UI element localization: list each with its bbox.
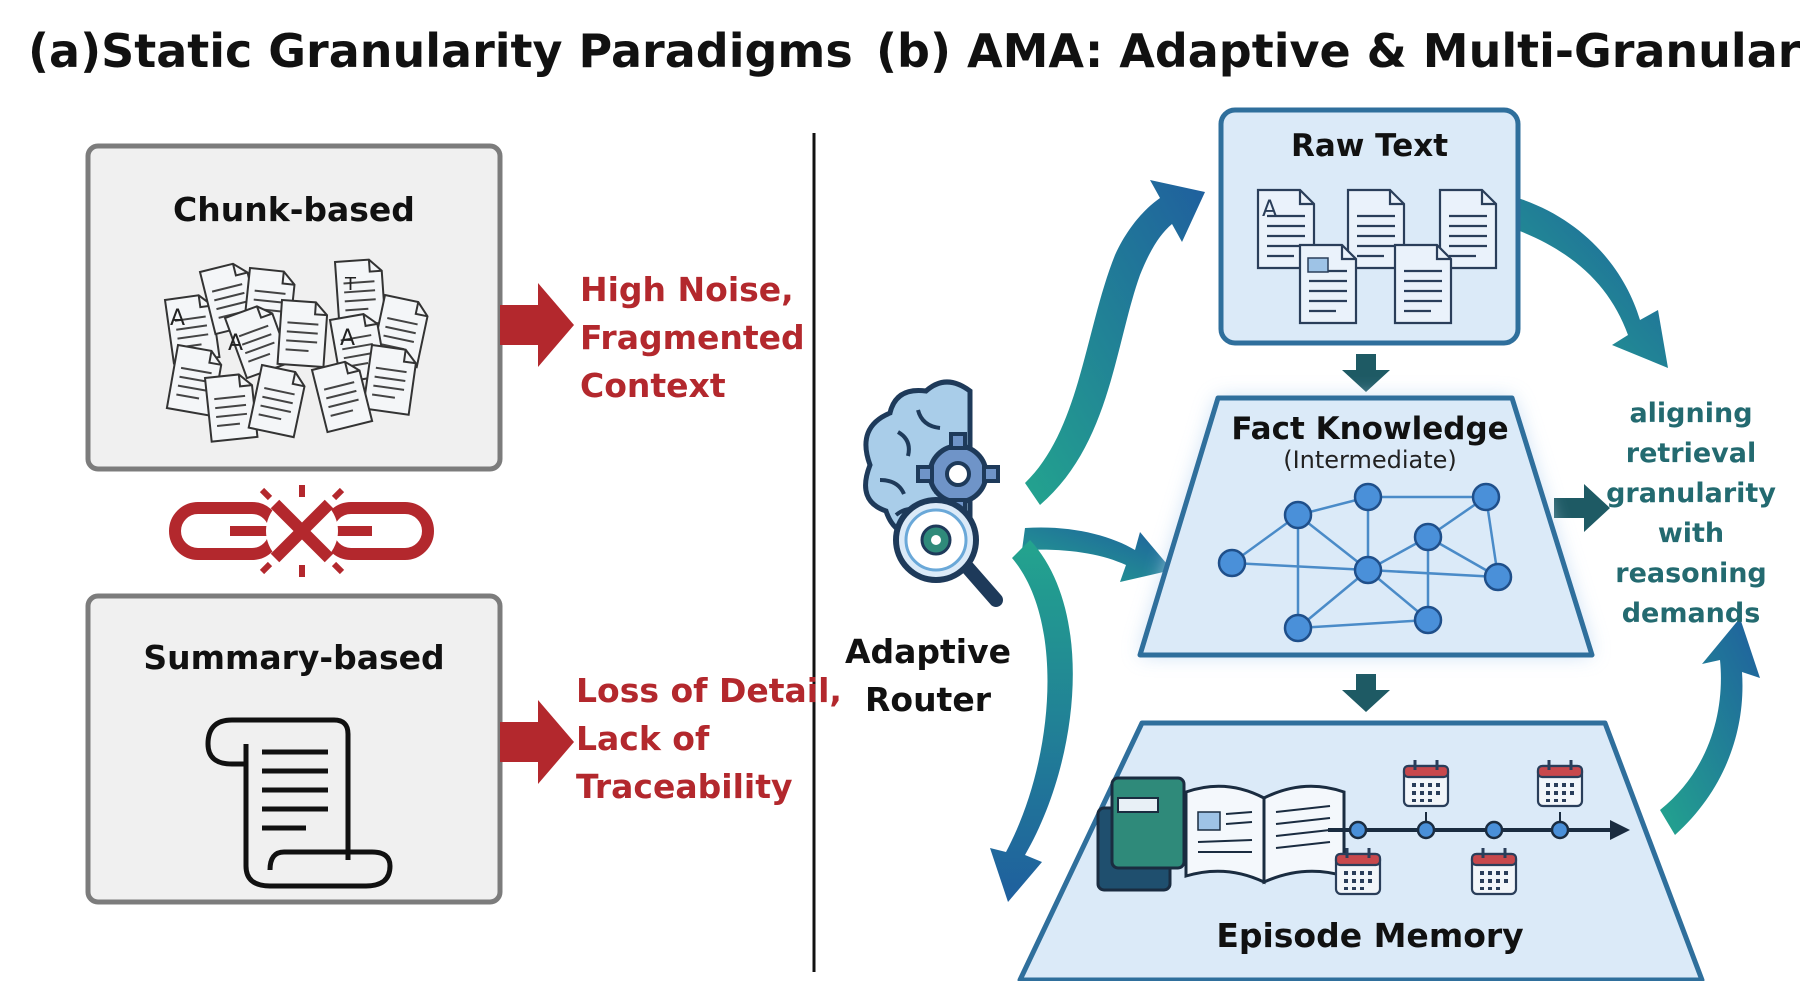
red-arrow-icon bbox=[500, 283, 574, 367]
curved-arrow-icon bbox=[990, 540, 1073, 902]
document-icon: A bbox=[1256, 188, 1498, 325]
broken-chain-icon bbox=[169, 485, 434, 577]
svg-text:A: A bbox=[340, 326, 355, 351]
svg-text:A: A bbox=[1262, 197, 1277, 222]
fact-knowledge-title: Fact Knowledge bbox=[1231, 411, 1509, 447]
down-arrow-icon bbox=[1342, 674, 1390, 712]
svg-text:T: T bbox=[344, 274, 357, 295]
goal-statement: aligning retrieval granularity with reas… bbox=[1606, 398, 1776, 629]
curved-arrow-icon bbox=[1660, 618, 1760, 835]
chunk-based-title: Chunk-based bbox=[173, 190, 415, 229]
scroll-icon bbox=[205, 717, 393, 889]
knowledge-graph-icon bbox=[1217, 482, 1513, 643]
curved-arrow-icon bbox=[1512, 198, 1668, 368]
panel-b-title: (b) AMA: Adaptive & Multi-Granularity bbox=[876, 24, 1800, 78]
fact-knowledge-subtitle: (Intermediate) bbox=[1283, 446, 1457, 474]
red-arrow-icon bbox=[500, 700, 574, 784]
episode-memory-box bbox=[1017, 720, 1705, 981]
curved-arrow-icon bbox=[1022, 527, 1172, 582]
raw-text-title: Raw Text bbox=[1290, 128, 1449, 164]
summary-based-issues: Loss of Detail, Lack of Traceability bbox=[576, 671, 842, 806]
teal-arrow-icon bbox=[1554, 484, 1610, 532]
timeline-icon bbox=[1328, 812, 1630, 840]
episode-memory-title: Episode Memory bbox=[1216, 916, 1524, 955]
down-arrow-icon bbox=[1342, 354, 1390, 392]
chunk-based-issues: High Noise, Fragmented Context bbox=[580, 270, 805, 405]
svg-text:A: A bbox=[170, 306, 185, 331]
panel-a-title: (a)Static Granularity Paradigms bbox=[28, 24, 853, 78]
magnifier-icon bbox=[893, 497, 1003, 607]
fact-knowledge-box bbox=[1137, 395, 1595, 658]
curved-arrow-icon bbox=[1025, 180, 1205, 505]
svg-text:A: A bbox=[228, 331, 243, 356]
summary-based-title: Summary-based bbox=[143, 638, 445, 677]
scattered-documents-icon: A A A T bbox=[164, 257, 431, 443]
adaptive-router-label: Adaptive Router bbox=[844, 632, 1012, 719]
